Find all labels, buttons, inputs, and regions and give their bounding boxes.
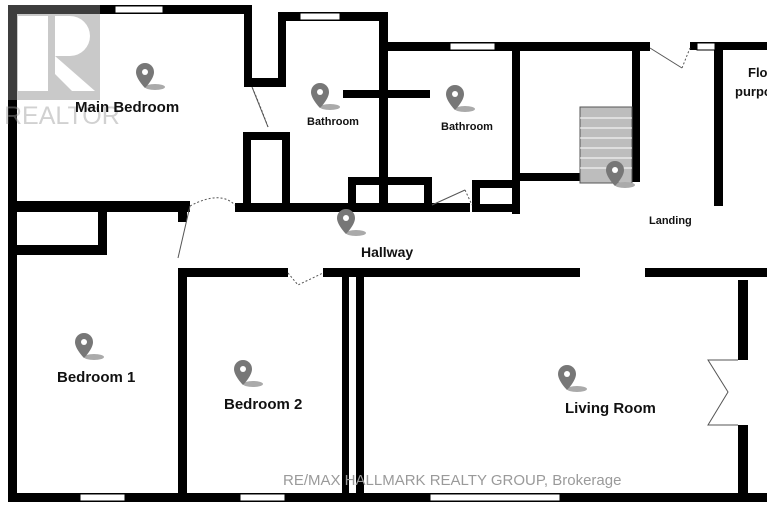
room-label-main-bedroom: Main Bedroom [75, 99, 179, 116]
map-pin-icon [446, 85, 475, 112]
map-pin-icon [337, 209, 366, 236]
room-label-hallway: Hallway [361, 244, 413, 260]
map-pin-icon [311, 83, 340, 110]
room-label-flex-2: purpo [735, 84, 767, 99]
room-label-flex: Flo [748, 65, 767, 80]
room-label-bedroom-2: Bedroom 2 [224, 396, 302, 413]
map-pin-icon [558, 365, 587, 392]
map-pin-icon [75, 333, 104, 360]
doors [177, 47, 738, 426]
room-label-bathroom-1: Bathroom [307, 116, 359, 128]
realtor-logo-watermark: REALTOR [4, 5, 120, 130]
map-pin-icon [234, 360, 263, 387]
map-pin-icon [136, 63, 165, 90]
room-label-bathroom-2: Bathroom [441, 121, 493, 133]
room-label-landing: Landing [649, 215, 692, 227]
walls [8, 5, 767, 502]
room-label-bedroom-1: Bedroom 1 [57, 369, 135, 386]
room-labels: Main Bedroom Bathroom Bathroom Landing F… [57, 65, 767, 417]
room-pins [75, 63, 635, 392]
windows [79, 5, 716, 502]
room-label-living-room: Living Room [565, 400, 656, 417]
svg-text:REALTOR: REALTOR [4, 102, 120, 130]
map-pin-icon [606, 161, 635, 188]
stairs [579, 106, 633, 184]
brokerage-watermark: RE/MAX HALLMARK REALTY GROUP, Brokerage [283, 472, 621, 489]
